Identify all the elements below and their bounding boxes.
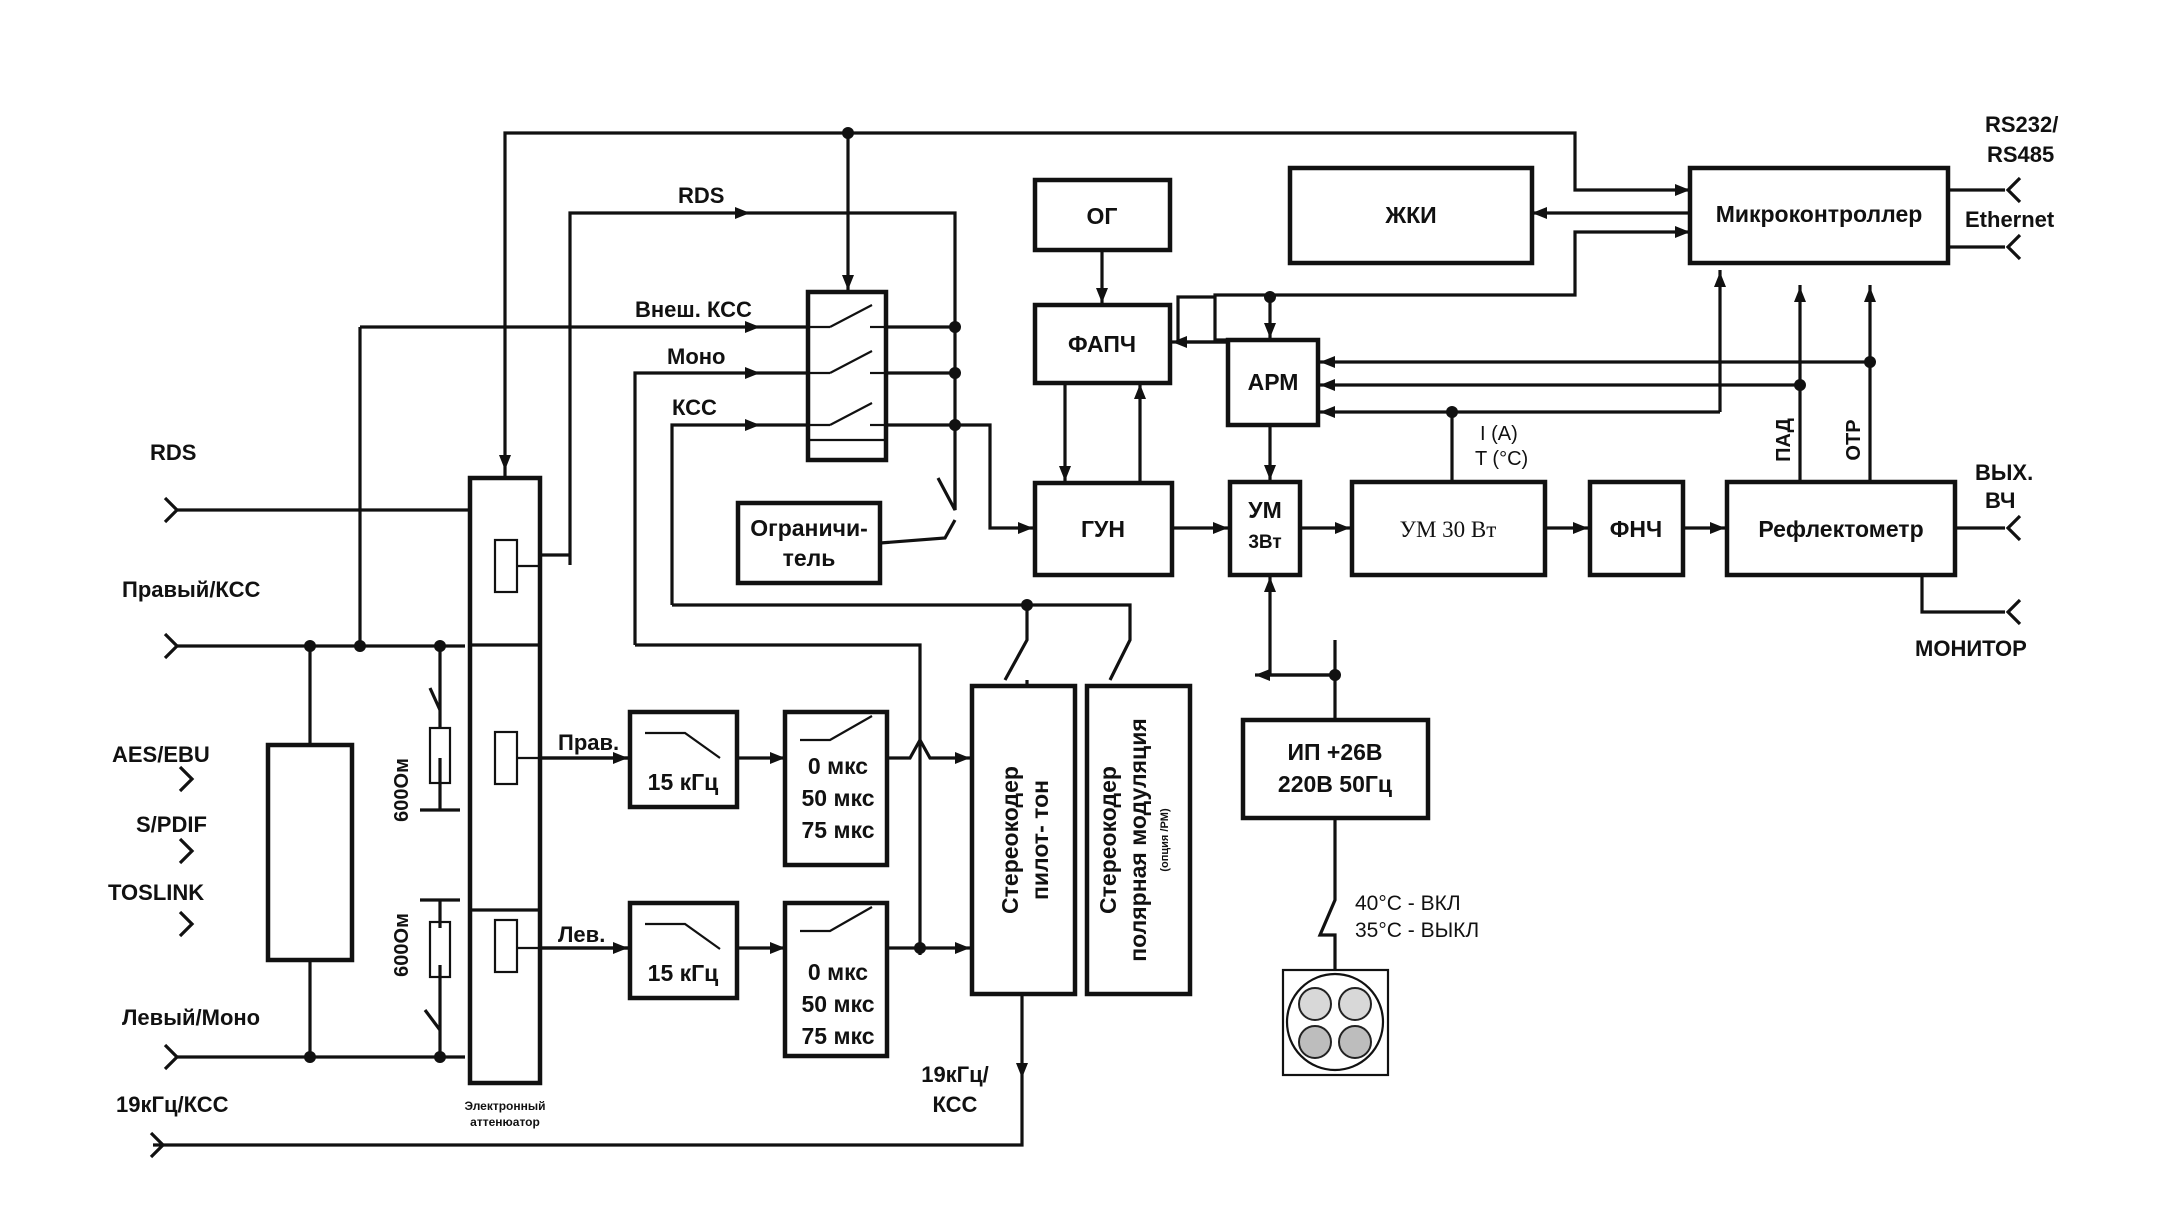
- filter-left-label: 15 кГц: [648, 960, 719, 986]
- termination-resistors: [428, 726, 452, 979]
- mcu-label: Микроконтроллер: [1716, 201, 1923, 227]
- input-toslink-label: TOSLINK: [108, 880, 204, 905]
- junction-dots: [304, 127, 1876, 1063]
- r600-label: 600Ом: [391, 758, 413, 822]
- filter-right-label: 15 кГц: [648, 769, 719, 795]
- stereo-polar-label-3: (опция /PM): [1159, 808, 1171, 872]
- fan-on-label: 40°С - ВКЛ: [1355, 892, 1461, 915]
- block-gun: ГУН: [1032, 480, 1175, 578]
- fnch-label: ФНЧ: [1610, 516, 1662, 542]
- block-stereo-polar: Стереокодер полярная модуляция (опция /P…: [1084, 683, 1193, 997]
- block-og: ОГ: [1032, 177, 1173, 253]
- pilot-out-label-2: КСС: [933, 1092, 978, 1117]
- block-arm: АРМ: [1225, 337, 1321, 428]
- arm-label: АРМ: [1248, 369, 1299, 395]
- otr-label: ОТР: [1843, 419, 1865, 460]
- attenuator-label-2: аттенюатор: [470, 1115, 540, 1129]
- psu-label-1: ИП +26В: [1287, 739, 1382, 765]
- block-um30: УМ 30 Вт: [1349, 479, 1548, 578]
- input-left-label: Левый/Моно: [122, 1005, 260, 1030]
- block-stereo-pilot: Стереокодер пилот- тон: [969, 683, 1078, 997]
- arrow-heads: [499, 184, 1876, 1078]
- ethernet-label: Ethernet: [1965, 207, 2055, 232]
- input-pilot-label: 19кГц/КСС: [116, 1092, 229, 1117]
- block-preemph-left: 0 мкс 50 мкс 75 мкс: [782, 900, 890, 1059]
- preemph-right-75: 75 мкс: [802, 817, 875, 843]
- preemph-right-0: 0 мкс: [808, 753, 868, 779]
- stereo-pilot-label-1: Стереокодер: [997, 766, 1023, 914]
- monitor-label: МОНИТОР: [1915, 636, 2027, 661]
- stereo-pilot-label-2: пилот- тон: [1027, 780, 1053, 900]
- stereo-polar-label-2: полярная модуляция: [1125, 718, 1151, 962]
- bus-kss-label: КСС: [672, 395, 717, 420]
- bus-ext-kss-label: Внеш. КСС: [635, 297, 752, 322]
- fan-off-label: 35°С - ВЫКЛ: [1355, 919, 1479, 942]
- block-filter-left: 15 кГц: [627, 900, 740, 1001]
- block-limiter: Ограничи- тель: [735, 500, 883, 586]
- block-fnch: ФНЧ: [1587, 479, 1686, 578]
- lcd-label: ЖКИ: [1384, 202, 1436, 228]
- preemph-left-75: 75 мкс: [802, 1023, 875, 1049]
- block-input-switch: [805, 289, 889, 463]
- port-chevrons: [149, 176, 2022, 1159]
- input-spdif-label: S/PDIF: [136, 812, 207, 837]
- prav-label: Прав.: [558, 730, 619, 755]
- current-label: I (A): [1480, 423, 1518, 445]
- block-attenuator: [467, 475, 543, 1086]
- block-fapch: ФАПЧ: [1032, 302, 1173, 386]
- bus-mono-label: Моно: [667, 344, 726, 369]
- block-reflectometer: Рефлектометр: [1724, 479, 1958, 578]
- l600-label: 600Ом: [391, 913, 413, 977]
- block-lcd: ЖКИ: [1287, 165, 1535, 266]
- pilot-out-label-1: 19кГц/: [921, 1062, 989, 1087]
- input-rds-label: RDS: [150, 440, 196, 465]
- gun-label: ГУН: [1081, 516, 1125, 542]
- block-microcontroller: Микроконтроллер: [1687, 165, 1951, 266]
- block-digital-receiver: [265, 742, 355, 963]
- preemph-left-0: 0 мкс: [808, 959, 868, 985]
- out-label-1: ВЫХ.: [1975, 460, 2033, 485]
- og-label: ОГ: [1087, 203, 1118, 229]
- limiter-label-1: Ограничи-: [750, 515, 868, 541]
- bus-labels: RDS Внеш. КСС Моно КСС: [635, 183, 752, 420]
- block-preemph-right: 0 мкс 50 мкс 75 мкс: [782, 709, 890, 868]
- input-labels: RDS Правый/КСС AES/EBU S/PDIF TOSLINK Ле…: [108, 440, 260, 1117]
- lev-label: Лев.: [558, 922, 605, 947]
- input-aes-label: AES/EBU: [112, 742, 210, 767]
- um30-label: УМ 30 Вт: [1400, 517, 1497, 542]
- misc-labels: 600Ом 600Ом Прав. Лев. Электронный аттен…: [391, 112, 2058, 1129]
- um3-label-2: 3Вт: [1248, 532, 1281, 553]
- attenuator-label-1: Электронный: [464, 1099, 545, 1113]
- wires: [153, 131, 2005, 1147]
- rs-label-1: RS232/: [1985, 112, 2058, 137]
- input-right-label: Правый/КСС: [122, 577, 260, 602]
- block-um3: УМ 3Вт: [1227, 479, 1303, 578]
- out-label-2: ВЧ: [1985, 488, 2016, 513]
- reflectometer-label: Рефлектометр: [1758, 516, 1923, 542]
- fapch-label: ФАПЧ: [1068, 331, 1136, 357]
- pad-label: ПАД: [1773, 418, 1795, 462]
- preemph-right-50: 50 мкс: [802, 785, 875, 811]
- limiter-label-2: тель: [783, 545, 836, 571]
- psu-label-2: 220В 50Гц: [1278, 771, 1392, 797]
- block-psu: ИП +26В 220В 50Гц: [1240, 717, 1431, 821]
- um3-label-1: УМ: [1248, 497, 1281, 523]
- temp-label: T (°C): [1475, 448, 1528, 470]
- bus-rds-label: RDS: [678, 183, 724, 208]
- stereo-polar-label-1: Стереокодер: [1095, 766, 1121, 914]
- block-filter-right: 15 кГц: [627, 709, 740, 810]
- rs-label-2: RS485: [1987, 142, 2054, 167]
- preemph-left-50: 50 мкс: [802, 991, 875, 1017]
- fan-icon: [1281, 968, 1390, 1077]
